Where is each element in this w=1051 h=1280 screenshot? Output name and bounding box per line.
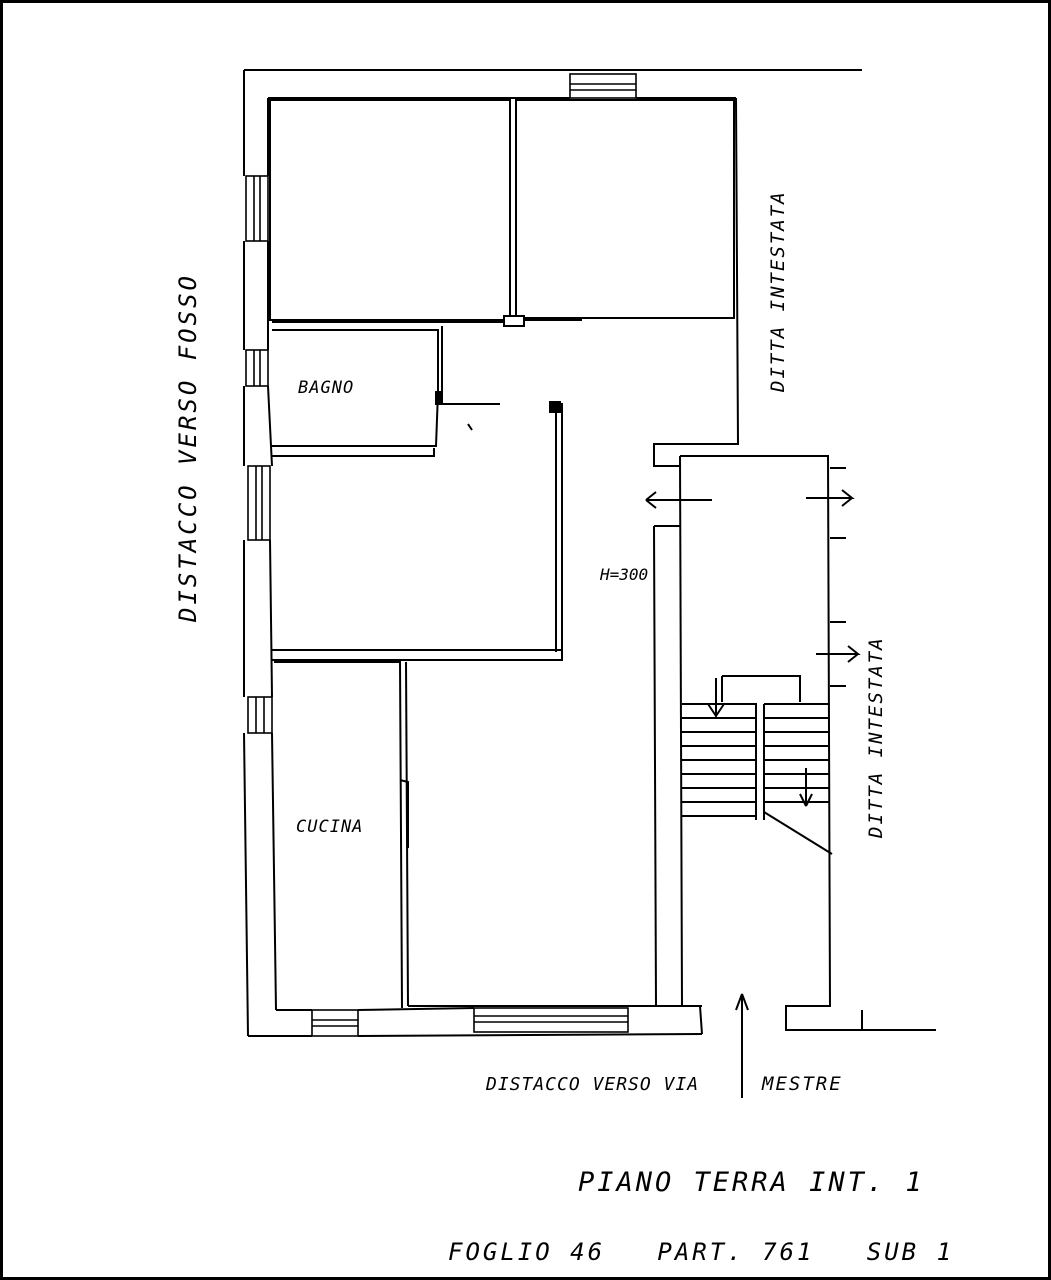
interior-walls <box>269 99 735 1009</box>
cadastral-reference: FOGLIO 46 PART. 761 SUB 1 <box>448 1238 954 1266</box>
floor-title: PIANO TERRA INT. 1 <box>578 1167 925 1198</box>
right-side-annotation-upper: DITTA INTESTATA <box>767 190 789 393</box>
windows <box>245 73 637 1037</box>
bottom-annotation-left: DISTACCO VERSO VIA <box>485 1074 699 1095</box>
height-annotation: H=300 <box>599 565 648 584</box>
room-label-bath: BAGNO <box>298 378 354 398</box>
staircase-block <box>679 455 936 1098</box>
bottom-annotation-right: MESTRE <box>761 1073 843 1095</box>
left-side-annotation: DISTACCO VERSO FOSSO <box>174 273 202 623</box>
right-side-annotation-lower: DITTA INTESTATA <box>865 636 887 839</box>
room-label-kitchen: CUCINA <box>296 817 363 837</box>
direction-arrows <box>645 489 861 663</box>
